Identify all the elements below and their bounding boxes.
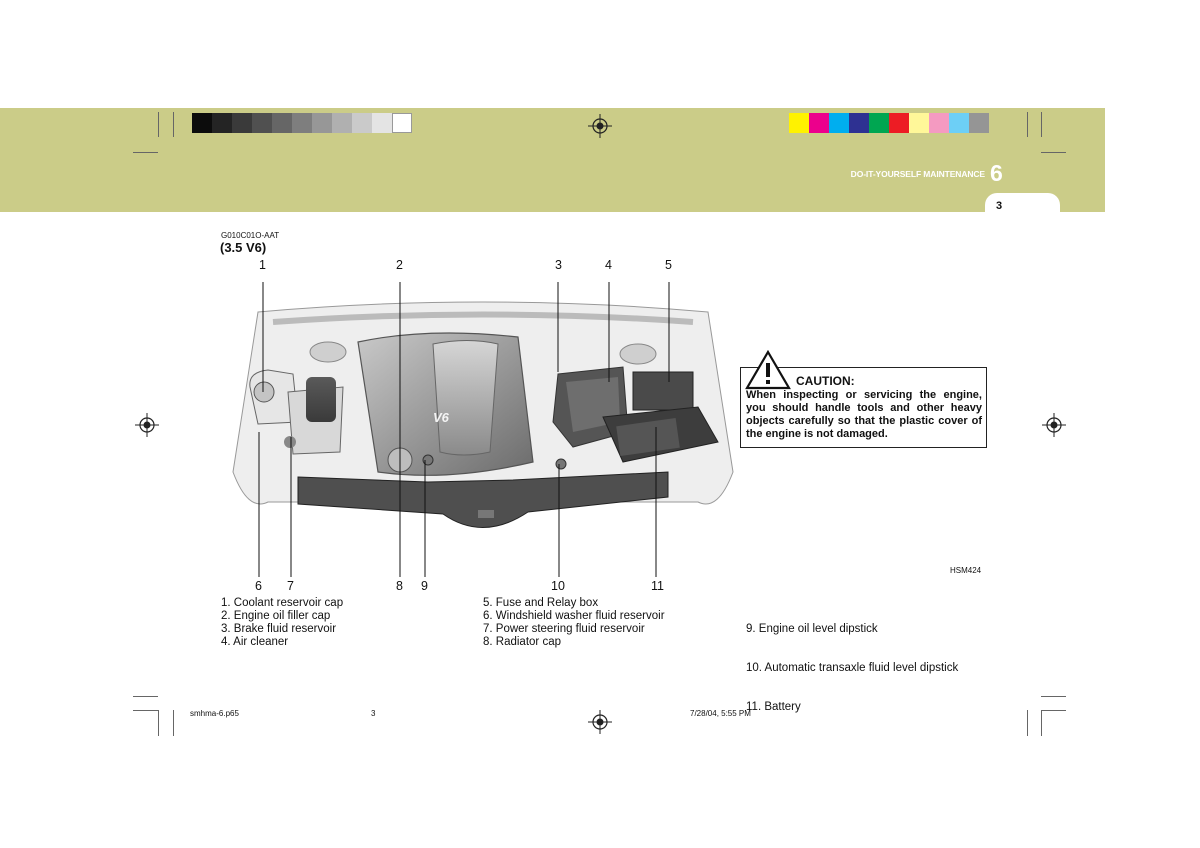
caution-body: When inspecting or servicing the engine,… (746, 389, 982, 440)
warning-triangle-icon (745, 350, 791, 390)
crop-mark (1041, 112, 1042, 137)
crop-mark (1041, 696, 1066, 697)
callout-number: 7 (287, 579, 294, 593)
color-swatch (849, 113, 869, 133)
legend-item: 5. Fuse and Relay box (483, 597, 599, 609)
crop-mark (133, 710, 158, 711)
color-swatch (889, 113, 909, 133)
section-code: G010C01O-AAT (221, 231, 280, 240)
color-swatch (969, 113, 989, 133)
registration-mark-icon (588, 114, 612, 138)
page-number: 3 (996, 200, 1003, 212)
legend-item: 8. Radiator cap (483, 636, 561, 648)
color-swatch (869, 113, 889, 133)
crop-mark (173, 112, 174, 137)
callout-number: 8 (396, 579, 403, 593)
color-swatch (909, 113, 929, 133)
crop-mark (158, 710, 159, 736)
caution-box: CAUTION: When inspecting or servicing th… (740, 350, 987, 448)
crop-mark (173, 710, 174, 736)
gray-swatch (252, 113, 272, 133)
svg-text:V6: V6 (433, 410, 450, 425)
gray-swatch (272, 113, 292, 133)
gray-swatch (392, 113, 412, 133)
color-swatch (829, 113, 849, 133)
color-swatch (789, 113, 809, 133)
crop-mark (1041, 152, 1066, 153)
gray-swatch (212, 113, 232, 133)
callout-number: 10 (551, 579, 565, 593)
crop-mark (1041, 710, 1042, 736)
gray-swatch (292, 113, 312, 133)
crop-mark (1027, 112, 1028, 137)
chapter-number: 6 (990, 160, 1003, 186)
caution-title: CAUTION: (796, 374, 855, 388)
crop-mark (1041, 710, 1066, 711)
registration-mark-icon (1042, 413, 1066, 437)
color-swatch (929, 113, 949, 133)
footer-timestamp: 7/28/04, 5:55 PM (690, 709, 751, 718)
gray-swatch (192, 113, 212, 133)
callout-number: 3 (555, 258, 562, 272)
legend-item: 11. Battery (746, 701, 801, 713)
figure-reference: HSM424 (950, 566, 982, 575)
legend-item: 10. Automatic transaxle fluid level dips… (746, 662, 959, 674)
gray-swatch (352, 113, 372, 133)
color-swatch (809, 113, 829, 133)
footer-filename: smhma-6.p65 (190, 709, 239, 718)
legend-item: 2. Engine oil filler cap (221, 610, 331, 622)
callout-number: 2 (396, 258, 403, 272)
callout-number: 11 (651, 579, 664, 593)
legend-column-3: 9. Engine oil level dipstick 10. Automat… (746, 597, 958, 727)
legend-item: 6. Windshield washer fluid reservoir (483, 610, 665, 622)
legend-item: 4. Air cleaner (221, 636, 289, 648)
registration-mark-icon (135, 413, 159, 437)
engine-subtitle: (3.5 V6) (220, 240, 267, 255)
engine-compartment-illustration: V6 (232, 282, 734, 577)
legend-item: 3. Brake fluid reservoir (221, 623, 337, 635)
callout-number: 6 (255, 579, 262, 593)
callout-number: 1 (259, 258, 266, 272)
legend-item: 7. Power steering fluid reservoir (483, 623, 645, 635)
crop-mark (133, 696, 158, 697)
gray-swatch (332, 113, 352, 133)
color-swatch (949, 113, 969, 133)
registration-mark-icon (588, 710, 612, 734)
section-title: DO-IT-YOURSELF MAINTENANCE (850, 169, 985, 179)
legend-column-2: 5. Fuse and Relay box 6. Windshield wash… (483, 597, 665, 649)
gray-swatch (312, 113, 332, 133)
crop-mark (1027, 710, 1028, 736)
gray-swatch (372, 113, 392, 133)
legend-column-1: 1. Coolant reservoir cap 2. Engine oil f… (221, 597, 343, 649)
footer-page: 3 (371, 709, 376, 718)
crop-mark (158, 112, 159, 137)
legend-item: 9. Engine oil level dipstick (746, 623, 878, 635)
gray-swatch (232, 113, 252, 133)
crop-mark (133, 152, 158, 153)
callout-number: 5 (665, 258, 672, 272)
callout-number: 4 (605, 258, 612, 272)
page-tab: 3 (985, 193, 1060, 218)
callout-number: 9 (421, 579, 428, 593)
legend-item: 1. Coolant reservoir cap (221, 597, 344, 609)
